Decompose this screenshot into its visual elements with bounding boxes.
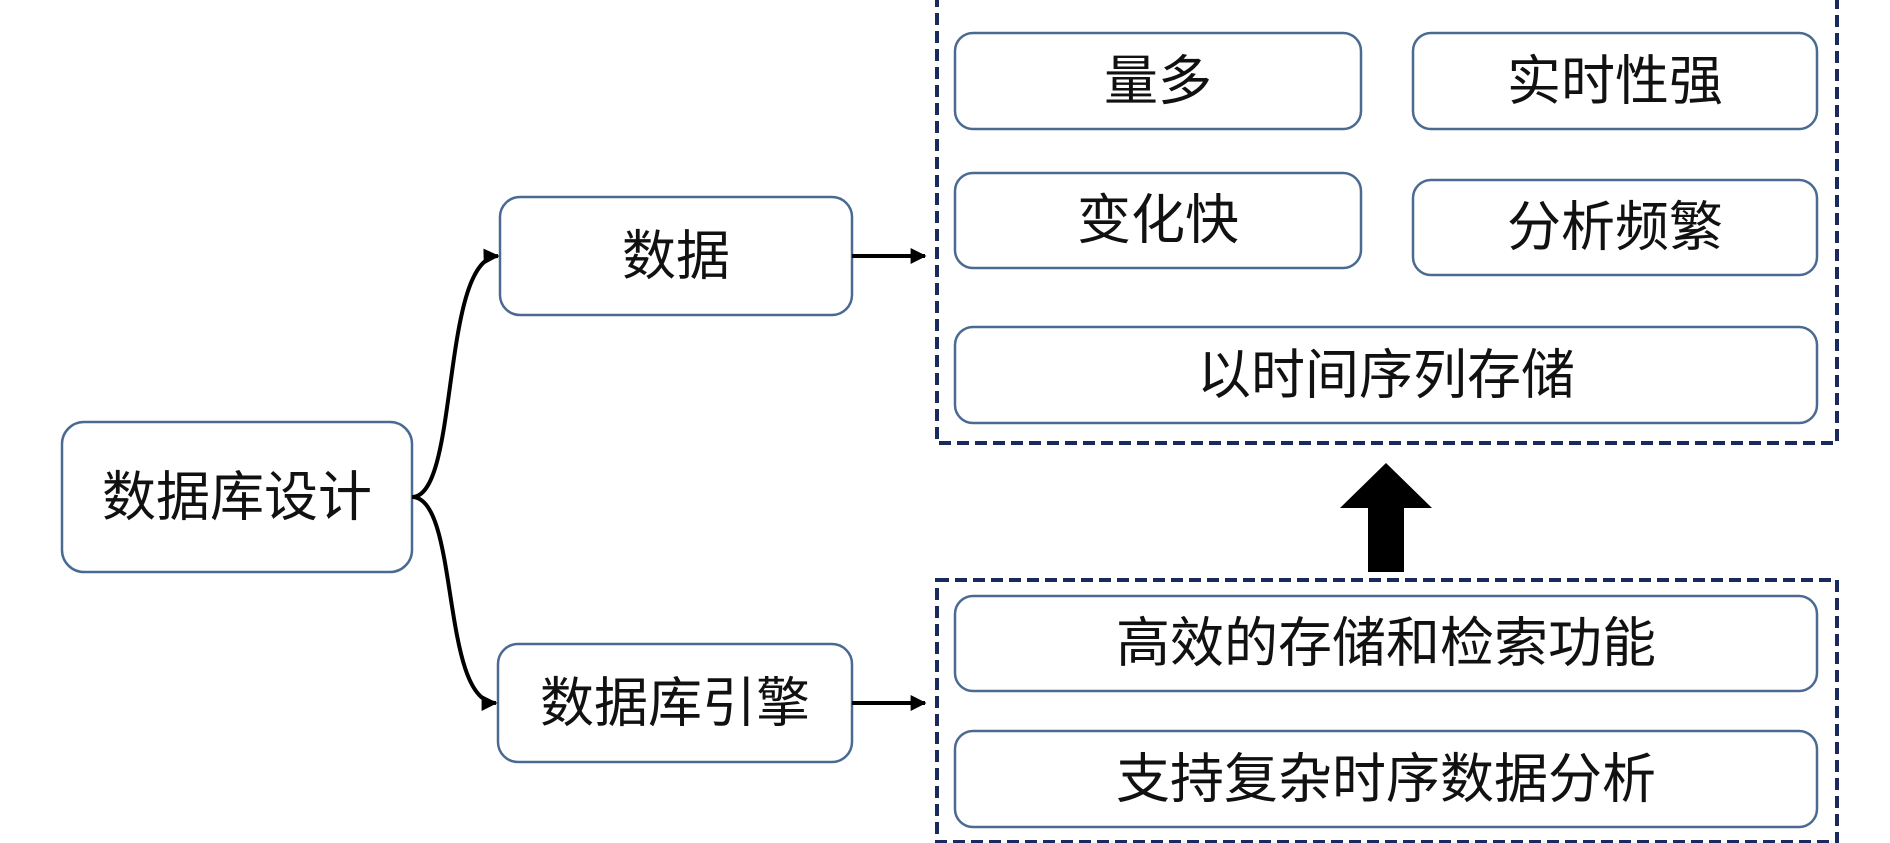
requirement-box: 高效的存储和检索功能 bbox=[953, 594, 1819, 693]
root-node: 数据库设计 bbox=[60, 420, 414, 574]
requirement-label: 高效的存储和检索功能 bbox=[1116, 612, 1656, 675]
characteristic-label: 实时性强 bbox=[1507, 50, 1723, 113]
characteristic-box: 量多 bbox=[953, 31, 1363, 131]
characteristics-group bbox=[935, 0, 1839, 445]
branch-label-data: 数据 bbox=[622, 225, 730, 288]
requirements-group bbox=[935, 578, 1839, 843]
branch-node-data: 数据 bbox=[498, 195, 854, 317]
branch-node-engine: 数据库引擎 bbox=[496, 642, 854, 764]
characteristic-box: 变化快 bbox=[953, 171, 1363, 270]
characteristic-label: 分析频繁 bbox=[1507, 196, 1723, 259]
root-label: 数据库设计 bbox=[102, 466, 372, 529]
characteristic-box: 以时间序列存储 bbox=[953, 325, 1819, 425]
connector-root-to-data bbox=[411, 248, 500, 499]
characteristic-label: 以时间序列存储 bbox=[1197, 344, 1575, 407]
upward-arrow bbox=[1340, 463, 1432, 572]
characteristic-box: 实时性强 bbox=[1411, 31, 1819, 131]
requirement-label: 支持复杂时序数据分析 bbox=[1116, 748, 1656, 811]
branch-label-engine: 数据库引擎 bbox=[540, 672, 810, 735]
connector-root-to-engine bbox=[411, 495, 498, 711]
requirement-box: 支持复杂时序数据分析 bbox=[953, 729, 1819, 829]
characteristic-label: 变化快 bbox=[1077, 189, 1239, 252]
characteristic-label: 量多 bbox=[1104, 50, 1212, 113]
characteristic-box: 分析频繁 bbox=[1411, 178, 1819, 277]
